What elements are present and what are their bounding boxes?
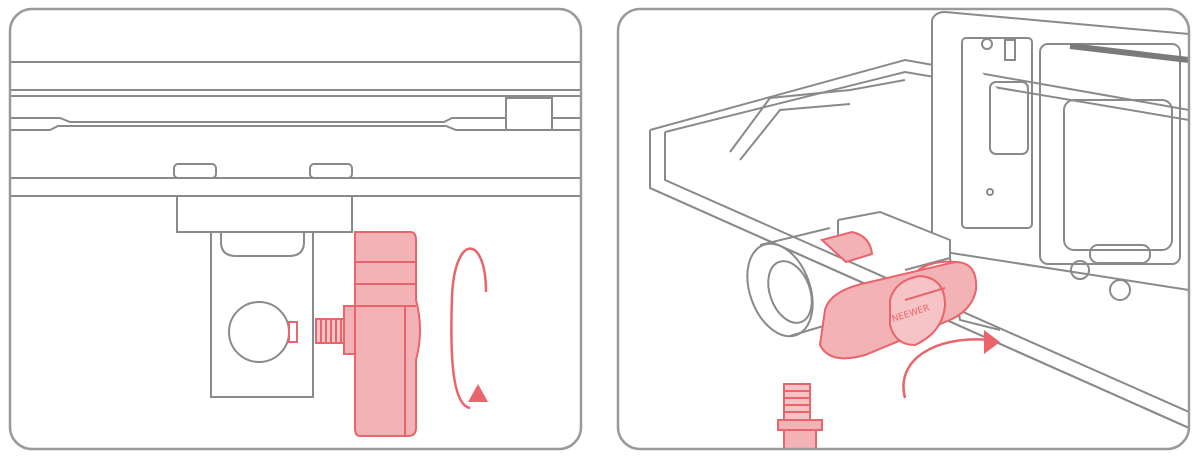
rail-bar bbox=[10, 61, 581, 197]
mount-screw bbox=[777, 383, 823, 449]
monitor-back-plate bbox=[931, 11, 1189, 301]
rotate-arrow-counterclockwise bbox=[450, 247, 488, 410]
bracket-hole bbox=[228, 301, 290, 363]
right-panel: NEEWER bbox=[649, 11, 1189, 449]
left-panel-frame bbox=[8, 7, 583, 451]
rotate-arrow-clockwise bbox=[902, 330, 1000, 399]
left-panel bbox=[10, 61, 581, 437]
locking-knob bbox=[818, 230, 978, 360]
right-panel-frame bbox=[616, 7, 1191, 451]
thumb-screw-thread bbox=[288, 305, 357, 355]
thumb-knob bbox=[354, 231, 421, 437]
clamp-bracket bbox=[176, 195, 353, 398]
monitor-cage-frame bbox=[649, 58, 1189, 429]
rod-clamp-tube bbox=[746, 227, 851, 338]
